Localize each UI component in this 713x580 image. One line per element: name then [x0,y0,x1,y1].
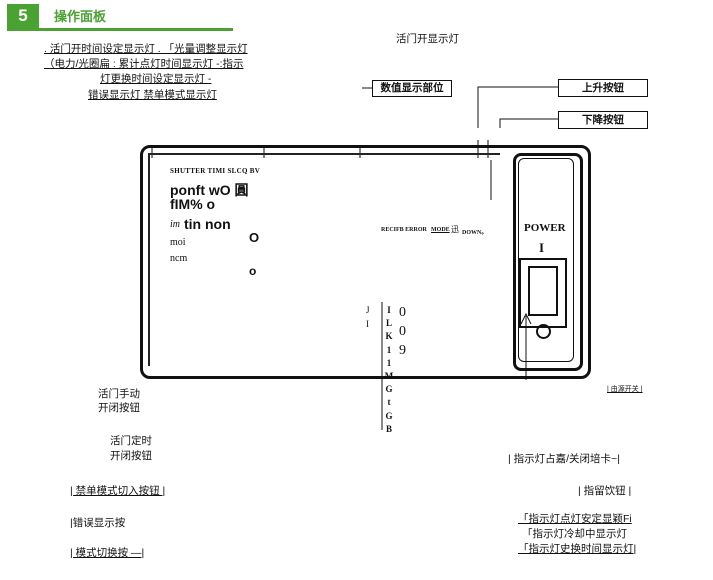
value-display-label: 数值显示部位 [372,80,452,97]
indicator-cooling-light-label: 「指示灯冷却中显示灯 [522,528,627,540]
down-button-label: 下降按钮 [558,111,648,129]
letter: L [385,318,392,329]
timer-open-close-label-1: 活门定时 [110,435,152,447]
digit: 0 [399,324,406,339]
letter: B [385,423,392,434]
lcd-left-mark-1: J [366,305,370,315]
letter: M [384,371,394,382]
letter: 1 [386,357,392,368]
lcd-moi: moi [170,237,186,248]
letter: G [385,384,393,395]
letter: t [387,397,391,408]
letter: I [387,305,391,315]
manual-open-close-label-2: 开闭按钮 [98,402,140,414]
label-shutter-open-light: 活门开显示灯 [396,33,459,45]
indicator-replace-light-label: 「指示灯史换时间显示灯| [518,543,637,555]
lcd-down: DOWN。 [462,230,488,236]
section-title: 操作面板 [54,9,107,24]
lcd-line-3: tin non [184,216,231,232]
lcd-line-1: ponft wO 圓 [170,182,249,198]
prohibit-mode-button-label: | 禁单模式切入按钮 | [70,485,166,497]
indicator-stable-light-label: 「指示灯点灯安定显颖Fi [518,513,632,525]
timer-open-close-label-2: 开闭按钮 [110,450,152,462]
lcd-mode-suffix: 迅 [451,225,459,234]
up-button-label: 上升按钮 [558,79,648,97]
letter: K [385,331,393,342]
power-on-mark: I [539,240,545,255]
display-area [148,153,500,366]
power-indicator-lamp [536,324,551,339]
indicator-dot-small: o [249,264,257,278]
label-shutter-time-light: . 活门开时间设定显示灯 . 「光量调整显示灯 [44,43,248,55]
lcd-line-2: fIM% o [170,196,216,212]
error-display-button-label: |错误显示按 [70,517,126,529]
power-block-inner [518,158,574,362]
lcd-status-row: SHUTTER TIMI SLCQ BV [170,167,261,175]
lcd-line-3-prefix: im [170,219,180,230]
power-label: POWER [524,222,566,234]
lcd-vertical-letters: I L K 1 1 M G t G B [384,304,394,436]
power-block [513,153,583,371]
section-title-rule [7,28,233,31]
power-switch-label: | 由源开关 | [607,386,643,393]
digit: 0 [399,305,406,320]
letter: 1 [386,344,392,355]
manual-open-close-label-1: 活门手动 [98,388,140,400]
indicator-dot-large: O [249,230,260,245]
lcd-ncm: ncm [170,253,188,264]
section-number-badge: 5 [7,4,39,28]
lcd-left-mark-2: I [366,319,369,329]
letter: G [385,410,393,421]
operation-panel [140,145,591,379]
lcd-mode: MODE [431,227,450,233]
lcd-digits: 0 0 9 [399,303,406,360]
indicator-set-button-label: | 指留饮钮 | [578,485,632,497]
mode-switch-button-label: | 模式切换按 —| [70,547,145,559]
label-power-iris: （电力/光圈扁 : 累计点灯时间显示灯 -:指示 [44,58,244,70]
lcd-recipe-error: RECIFB ERROR [381,227,427,233]
power-switch-rocker[interactable] [528,266,558,316]
digit: 9 [399,343,406,358]
label-lamp-replace: 灯更换时间设定显示灯 - [100,73,212,85]
indicator-toggle-button-label: | 指示灯占嘉/关闭培卡~| [508,453,620,465]
label-error-prohibit: 错误显示灯 禁单模式显示灯 [88,89,217,101]
